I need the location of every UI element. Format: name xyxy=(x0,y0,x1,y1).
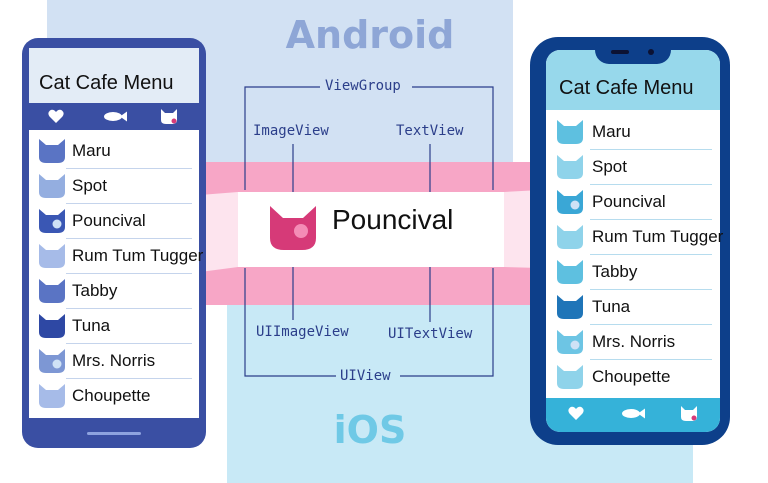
android-home-indicator xyxy=(87,432,141,435)
cat-icon xyxy=(39,384,65,408)
list-divider xyxy=(66,238,192,239)
list-item-label: Mrs. Norris xyxy=(592,332,676,351)
list-divider xyxy=(590,149,712,150)
fish-icon[interactable] xyxy=(103,111,127,122)
list-divider xyxy=(66,343,192,344)
list-divider xyxy=(590,324,712,325)
ios-camera xyxy=(648,49,654,55)
cat-icon xyxy=(39,174,65,198)
cat-icon xyxy=(39,279,65,303)
uiview-label: UIView xyxy=(340,368,391,384)
cat-icon xyxy=(557,260,583,284)
fish-icon[interactable] xyxy=(621,408,645,419)
heart-icon[interactable] xyxy=(568,406,584,421)
list-item-label: Choupette xyxy=(72,386,151,405)
shared-item-label: Pouncival xyxy=(332,204,454,235)
imageview-label: ImageView xyxy=(253,123,329,139)
android-title: Android xyxy=(285,13,455,57)
heart-icon[interactable] xyxy=(48,109,64,124)
list-item-label: Maru xyxy=(72,141,111,160)
list-divider xyxy=(590,219,712,220)
list-item-label: Tuna xyxy=(72,316,111,335)
list-item-label: Tabby xyxy=(72,281,118,300)
cat-icon xyxy=(39,139,65,163)
list-divider xyxy=(590,184,712,185)
list-divider xyxy=(590,289,712,290)
list-item-label: Tuna xyxy=(592,297,631,316)
list-divider xyxy=(66,273,192,274)
cat-icon[interactable] xyxy=(680,405,698,422)
android-app-title: Cat Cafe Menu xyxy=(39,72,174,94)
cat-icon xyxy=(557,190,583,214)
cat-icon xyxy=(557,120,583,144)
uiimageview-label: UIImageView xyxy=(256,324,349,340)
viewgroup-bracket xyxy=(244,86,494,190)
ios-speaker xyxy=(611,50,629,54)
cat-icon xyxy=(557,330,583,354)
list-divider xyxy=(590,359,712,360)
list-divider xyxy=(590,254,712,255)
list-item-label: Pouncival xyxy=(592,192,666,211)
textview-label: TextView xyxy=(396,123,464,139)
list-divider xyxy=(66,203,192,204)
list-item-label: Spot xyxy=(72,176,107,195)
uitextview-label: UITextView xyxy=(388,326,473,342)
uiview-bracket xyxy=(244,268,494,377)
list-item-label: Tabby xyxy=(592,262,638,281)
cat-icon[interactable] xyxy=(160,108,178,125)
pouncival-cat-icon xyxy=(270,206,316,250)
cat-icon xyxy=(557,365,583,389)
list-item-label: Maru xyxy=(592,122,631,141)
list-item-label: Mrs. Norris xyxy=(72,351,156,370)
list-divider xyxy=(66,378,192,379)
cat-icon xyxy=(39,244,65,268)
viewgroup-label: ViewGroup xyxy=(325,78,401,94)
left-wedge xyxy=(200,192,238,272)
cat-icon xyxy=(557,225,583,249)
cat-icon xyxy=(39,314,65,338)
list-item-label: Pouncival xyxy=(72,211,146,230)
list-item-label: Rum Tum Tugger xyxy=(592,227,724,246)
list-divider xyxy=(66,168,192,169)
ios-app-title: Cat Cafe Menu xyxy=(559,77,694,99)
cat-icon xyxy=(557,295,583,319)
ios-title: iOS xyxy=(333,408,407,452)
cat-icon xyxy=(557,155,583,179)
cat-icon xyxy=(39,349,65,373)
list-item-label: Choupette xyxy=(592,367,671,386)
ios-notch xyxy=(595,42,671,64)
list-item-label: Spot xyxy=(592,157,627,176)
android-app-bar xyxy=(29,48,199,103)
list-item-label: Rum Tum Tugger xyxy=(72,246,204,265)
cat-icon xyxy=(39,209,65,233)
list-divider xyxy=(66,308,192,309)
